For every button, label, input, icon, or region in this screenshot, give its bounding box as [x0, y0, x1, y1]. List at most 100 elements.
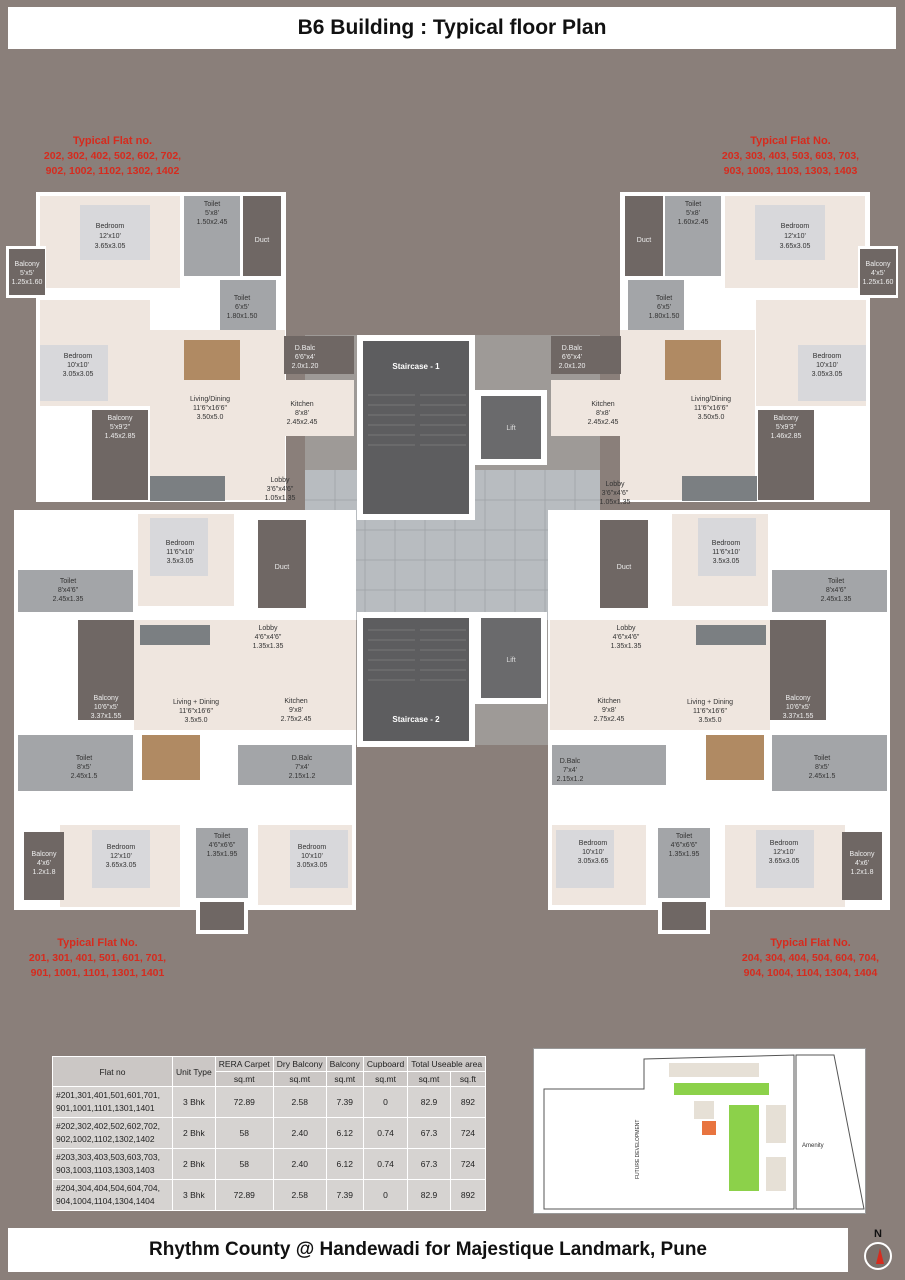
bl-dbalc-label: D.Balc — [292, 755, 313, 762]
lift-1-label: Lift — [506, 425, 515, 432]
cell: 58 — [214, 1148, 274, 1180]
cell: 7.39 — [325, 1179, 364, 1211]
col-rera: RERA Carpet — [214, 1056, 274, 1072]
tr-bedroom-2-dim: 10'x10' — [816, 362, 838, 369]
cell: 82.9 — [407, 1086, 451, 1118]
bl-bedroom-dim: 11'6"x10' — [166, 549, 194, 556]
green-court — [729, 1105, 759, 1191]
tr-balcony-2-metric: 1.46x2.85 — [771, 433, 802, 440]
sub-unit: sq.mt — [325, 1071, 364, 1087]
cell: 67.3 — [407, 1148, 451, 1180]
tl-bedroom-2-metric: 3.05x3.05 — [63, 371, 94, 378]
bl-bed — [150, 518, 208, 576]
col-balcony: Balcony — [325, 1056, 364, 1072]
page-title: B6 Building : Typical floor Plan — [8, 7, 896, 49]
br-toilet-3-metric: 1.35x1.95 — [669, 851, 700, 858]
br-toilet-3-label: Toilet — [676, 833, 692, 840]
br-dining-table — [706, 735, 764, 780]
north-label: N — [874, 1228, 882, 1240]
cell: 0 — [362, 1086, 409, 1118]
bl-balcony-2 — [24, 832, 64, 900]
tr-kitchen-label: Kitchen — [591, 401, 614, 408]
tl-lobby-dim: 3'6"x4'6" — [267, 486, 294, 493]
tl-toilet-2 — [220, 280, 276, 330]
bl-bedroom-3-metric: 3.05x3.05 — [297, 862, 328, 869]
cell: 2.40 — [272, 1148, 327, 1180]
br-bedroom-3-label: Bedroom — [770, 840, 799, 847]
flat-label-head: Typical Flat No. — [57, 937, 138, 949]
bl-duct-label: Duct — [275, 564, 289, 571]
tl-toilet-2-dim: 6'x5' — [235, 304, 249, 311]
br-duct-label: Duct — [617, 564, 631, 571]
tl-bedroom-dim: 12'x10' — [99, 233, 121, 240]
bl-utility — [200, 902, 244, 930]
lift-2-label: Lift — [506, 657, 515, 664]
br-bedroom-2-label: Bedroom — [579, 840, 608, 847]
cell: 0 — [362, 1179, 409, 1211]
br-bed-3 — [756, 830, 814, 888]
bl-balcony — [78, 620, 134, 720]
tr-bed-2 — [798, 345, 866, 401]
tr-toilet-dim: 5'x8' — [686, 210, 700, 217]
tl-duct-label: Duct — [255, 237, 269, 244]
tl-bedroom-2-label: Bedroom — [64, 353, 93, 360]
tl-balcony-2-metric: 1.45x2.85 — [105, 433, 136, 440]
cell: 892 — [449, 1086, 487, 1118]
tl-living-label: Living/Dining — [190, 396, 230, 403]
bl-toilet-2-label: Toilet — [76, 755, 92, 762]
cell: 67.3 — [407, 1117, 451, 1149]
bl-lobby-dim: 4'6"x4'6" — [255, 634, 282, 641]
bl-bedroom-2-label: Bedroom — [107, 844, 136, 851]
building-block — [694, 1101, 714, 1119]
br-utility — [662, 902, 706, 930]
tr-balcony — [860, 249, 896, 295]
tl-dbalc-dim: 6'6"x4' — [295, 354, 315, 361]
br-toilet-3 — [658, 828, 710, 902]
tr-toilet-label: Toilet — [685, 201, 701, 208]
tr-kitchen — [551, 380, 643, 436]
br-bed-2 — [556, 830, 614, 888]
br-sofa — [696, 625, 766, 645]
col-dry-balcony: Dry Balcony — [272, 1056, 327, 1072]
tr-living-label: Living/Dining — [691, 396, 731, 403]
br-bed — [698, 518, 756, 576]
br-balcony-2 — [842, 832, 882, 900]
amenity-plot — [795, 1054, 865, 1210]
br-bedroom-2-metric: 3.05x3.65 — [578, 858, 609, 865]
table-row: #202,302,402,502,602,702, 902,1002,1102,… — [52, 1117, 487, 1149]
br-living-label: Living + Dining — [687, 699, 733, 706]
amenity-label: Amenity — [802, 1143, 824, 1149]
tr-toilet-2 — [628, 280, 684, 330]
br-toilet-dim: 8'x4'6" — [826, 587, 847, 594]
tr-lobby-label: Lobby — [605, 481, 625, 488]
cell: 724 — [449, 1117, 487, 1149]
tr-toilet-2-metric: 1.80x1.50 — [649, 313, 680, 320]
tr-toilet-metric: 1.60x2.45 — [678, 219, 709, 226]
cell: 892 — [449, 1179, 487, 1211]
flat-label-top-left: Typical Flat no. 202, 302, 402, 502, 602… — [30, 134, 195, 179]
tl-dining-table — [184, 340, 240, 380]
tl-toilet-2-metric: 1.80x1.50 — [227, 313, 258, 320]
staircase-2-steps — [368, 629, 466, 681]
cell: 6.12 — [325, 1148, 364, 1180]
bl-kitchen-label: Kitchen — [284, 698, 307, 705]
table-row: #203,303,403,503,603,703, 903,1003,1103,… — [52, 1148, 487, 1180]
tl-balcony-metric: 1.25x1.60 — [12, 279, 43, 286]
tr-bedroom-dim: 12'x10' — [784, 233, 806, 240]
cell: 2.58 — [272, 1086, 327, 1118]
cell: 72.89 — [214, 1179, 274, 1211]
tl-kitchen-label: Kitchen — [290, 401, 313, 408]
bl-bedroom-label: Bedroom — [166, 540, 195, 547]
bl-bedroom-2-metric: 3.65x3.05 — [106, 862, 137, 869]
bl-balcony-label: Balcony — [94, 695, 119, 702]
br-bedroom-metric: 3.5x3.05 — [713, 558, 740, 565]
br-toilet-label: Toilet — [828, 578, 844, 585]
tl-bedroom-2-dim: 10'x10' — [67, 362, 89, 369]
br-duct — [600, 520, 648, 608]
tr-dbalc — [551, 336, 621, 374]
tr-balcony-metric: 1.25x1.60 — [863, 279, 894, 286]
cell: 2 Bhk — [172, 1148, 216, 1180]
br-dbalc — [552, 745, 666, 785]
tl-toilet-dim: 5'x8' — [205, 210, 219, 217]
bl-toilet — [18, 570, 133, 612]
